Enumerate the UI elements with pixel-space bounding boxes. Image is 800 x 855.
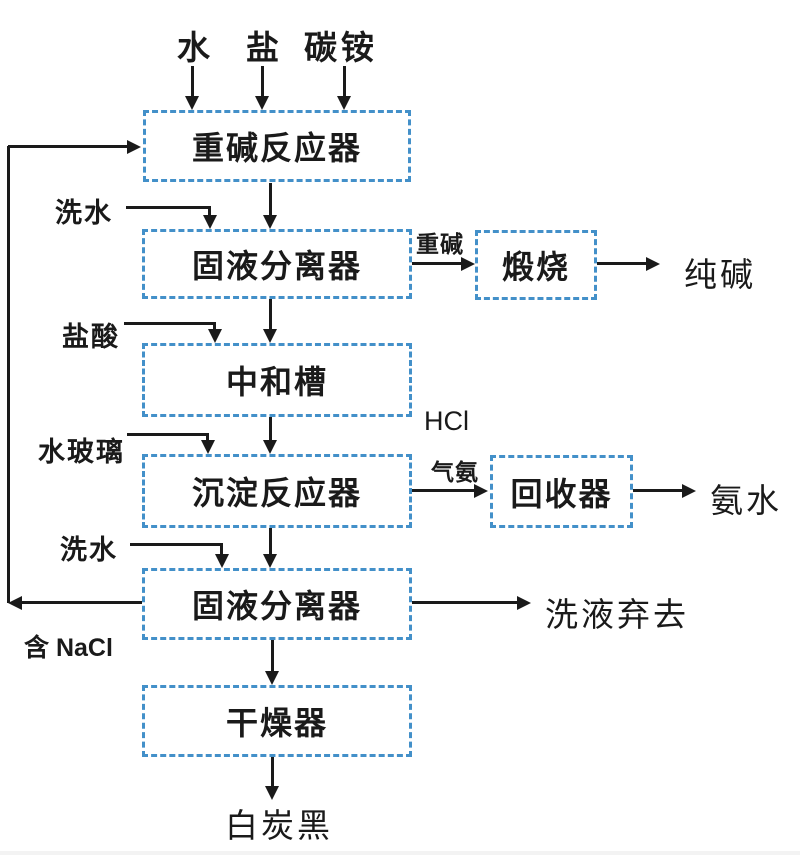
arrow-separator1-to-neutralizer-head-icon [263,329,277,343]
arrow-hydrochloric-acid-vline [213,322,216,331]
arrow-wash-water-2-hline [130,543,223,546]
label-wash-water-2: 洗水 [60,535,118,565]
arrow-ammonium-bicarbonate-head-icon [337,96,351,110]
arrow-wash-water-1-vline [208,206,211,217]
label-hcl-stream: HCl [424,406,469,436]
box-neutralization-tank: 中和槽 [142,343,412,417]
arrow-hydrochloric-acid-head-icon [208,329,222,343]
output-soda-ash: 纯碱 [684,256,756,293]
arrow-separator1-to-neutralizer-line [269,299,272,329]
arrow-separator1-to-calciner-head-icon [461,257,475,271]
label-water-input: 水 [177,29,214,66]
arrow-salt-line [261,66,264,97]
arrow-wash-water-1-hline [126,206,211,209]
box-calciner: 煅烧 [475,230,597,300]
arrow-precipitator-to-separator2-head-icon [263,554,277,568]
arrow-calciner-to-soda-ash-head-icon [646,257,660,271]
arrow-precipitator-to-recovery-line [412,489,474,492]
arrow-recovery-to-ammonia-water-line [633,489,682,492]
arrow-separator2-to-discard-line [412,601,517,604]
arrow-dryer-to-product-line [271,757,274,786]
arrow-wash-water-2-head-icon [215,554,229,568]
arrow-separator1-to-calciner-line [412,262,461,265]
arrow-reactor-to-separator1-line [269,183,272,215]
box-precipitation-reactor: 沉淀反应器 [142,454,412,528]
box-dryer: 干燥器 [142,685,412,757]
label-contains-nacl: 含 NaCl [24,634,113,662]
arrow-water-glass-hline [127,433,209,436]
arrow-neutralizer-to-precipitator-head-icon [263,440,277,454]
recycle-vertical-line [7,146,10,603]
arrow-neutralizer-to-precipitator-line [269,417,272,440]
arrow-hydrochloric-acid-hline [124,322,216,325]
label-wash-water-1: 洗水 [55,198,113,228]
output-wash-discard: 洗液弃去 [545,596,689,633]
arrow-separator2-to-dryer-line [271,640,274,671]
label-salt-input: 盐 [246,29,283,66]
label-heavy-alkali-stream: 重碱 [416,231,464,257]
recycle-top-line [8,145,127,148]
arrow-water-glass-vline [206,433,209,442]
bottom-edge-strip [0,851,800,855]
label-ammonia-gas-stream: 气氨 [431,459,479,485]
box-heavy-alkali-reactor: 重碱反应器 [143,110,411,182]
arrow-water-glass-head-icon [201,440,215,454]
arrow-water-head-icon [185,96,199,110]
arrow-separator2-to-dryer-head-icon [265,671,279,685]
arrow-separator2-to-discard-head-icon [517,596,531,610]
arrow-reactor-to-separator1-head-icon [263,215,277,229]
arrow-ammonium-bicarbonate-line [343,66,346,97]
arrow-dryer-to-product-head-icon [265,786,279,800]
recycle-into-reactor-head-icon [127,140,141,154]
output-white-carbon-black: 白炭黑 [225,807,333,844]
arrow-recovery-to-ammonia-water-head-icon [682,484,696,498]
box-solid-liquid-separator-2: 固液分离器 [142,568,412,640]
label-water-glass: 水玻璃 [38,437,125,467]
arrow-wash-water-2-vline [220,543,223,556]
arrow-calciner-to-soda-ash-line [597,262,646,265]
label-ammonium-bicarbonate-input: 碳铵 [304,29,378,66]
recycle-left-head-icon [8,596,22,610]
arrow-precipitator-to-separator2-line [269,528,272,554]
recycle-bottom-line [22,601,142,604]
box-recovery-unit: 回收器 [490,455,633,528]
arrow-wash-water-1-head-icon [203,215,217,229]
arrow-salt-head-icon [255,96,269,110]
arrow-precipitator-to-recovery-head-icon [474,484,488,498]
box-solid-liquid-separator-1: 固液分离器 [142,229,412,299]
label-hydrochloric-acid: 盐酸 [62,322,120,352]
arrow-water-line [191,66,194,97]
output-ammonia-water: 氨水 [710,482,782,519]
